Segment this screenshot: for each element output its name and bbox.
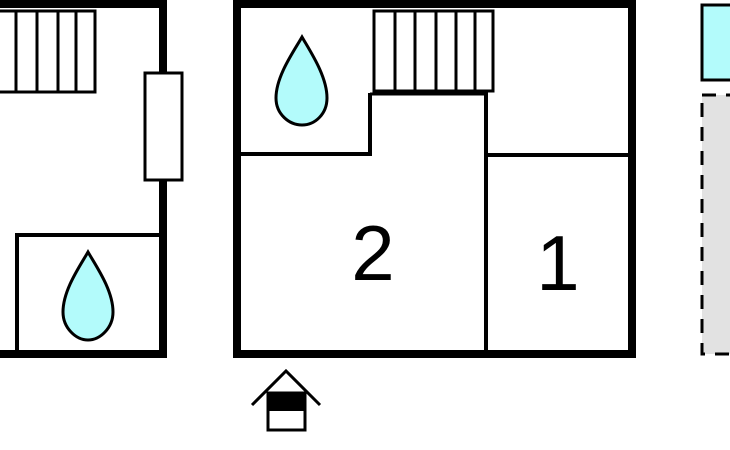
- room-label-1: 1: [536, 219, 579, 307]
- entrance-icon: [250, 368, 322, 432]
- room-label-2: 2: [351, 209, 394, 297]
- water-drop-icon: [61, 248, 115, 342]
- main-floor: 2 1: [233, 0, 636, 358]
- left-floor: [0, 0, 184, 358]
- bathroom-walls: [241, 93, 372, 156]
- pool: [700, 3, 730, 82]
- water-drop-icon: [274, 33, 329, 127]
- terrace: [700, 93, 730, 356]
- left-bathroom-walls: [15, 233, 163, 352]
- left-window: [143, 71, 184, 182]
- left-stairs: [0, 9, 97, 94]
- main-stairs: [372, 9, 495, 93]
- right-area: [700, 3, 730, 356]
